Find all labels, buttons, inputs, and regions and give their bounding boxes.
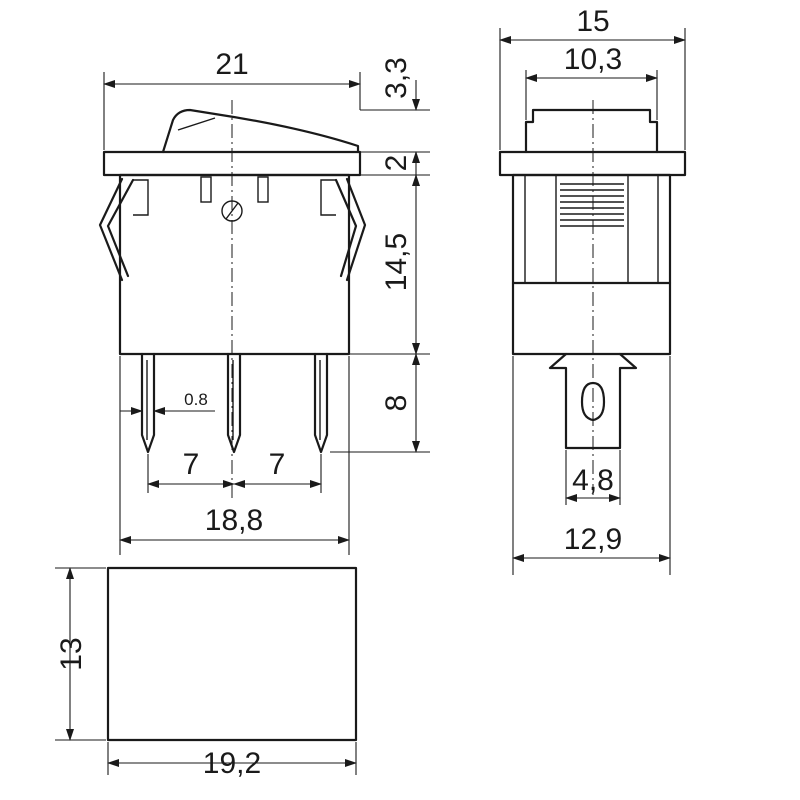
dim-front-width: 15 bbox=[576, 5, 609, 38]
housing bbox=[118, 173, 351, 356]
front-actuator bbox=[524, 108, 659, 154]
dim-cutout-width: 19,2 bbox=[203, 747, 261, 780]
front-housing bbox=[511, 173, 672, 356]
dim-side-width: 21 bbox=[215, 48, 248, 81]
dim-pin-pitch-left: 7 bbox=[183, 448, 200, 481]
front-view: 15 10,3 4,8 12,9 bbox=[498, 5, 687, 575]
panel-cutout-view: 13 19,2 bbox=[55, 566, 358, 780]
rocker-actuator bbox=[161, 108, 360, 154]
left-snap-spring bbox=[98, 177, 135, 282]
dim-actuator-width: 10,3 bbox=[564, 43, 622, 76]
dim-pin-thickness: 0.8 bbox=[184, 390, 208, 409]
dim-body-height: 14,5 bbox=[380, 233, 413, 291]
pin-left bbox=[140, 352, 156, 454]
ribs bbox=[560, 183, 624, 227]
dim-flange-thickness: 2 bbox=[380, 155, 413, 172]
dim-body-width-side: 18,8 bbox=[205, 504, 263, 537]
side-view: 21 3,3 2 14,5 8 0.8 7 7 18,8 bbox=[98, 48, 430, 555]
right-snap-spring bbox=[334, 177, 367, 282]
dim-cutout-height: 13 bbox=[55, 637, 88, 670]
pin-center bbox=[226, 352, 242, 454]
dim-pin-length: 8 bbox=[380, 395, 413, 412]
dim-actuator-height: 3,3 bbox=[380, 57, 413, 99]
dim-body-width-front: 12,9 bbox=[564, 523, 622, 556]
pin-right bbox=[313, 352, 329, 454]
dim-terminal-width: 4,8 bbox=[572, 464, 614, 497]
panel-cutout bbox=[106, 566, 358, 742]
dim-pin-pitch-right: 7 bbox=[269, 448, 286, 481]
